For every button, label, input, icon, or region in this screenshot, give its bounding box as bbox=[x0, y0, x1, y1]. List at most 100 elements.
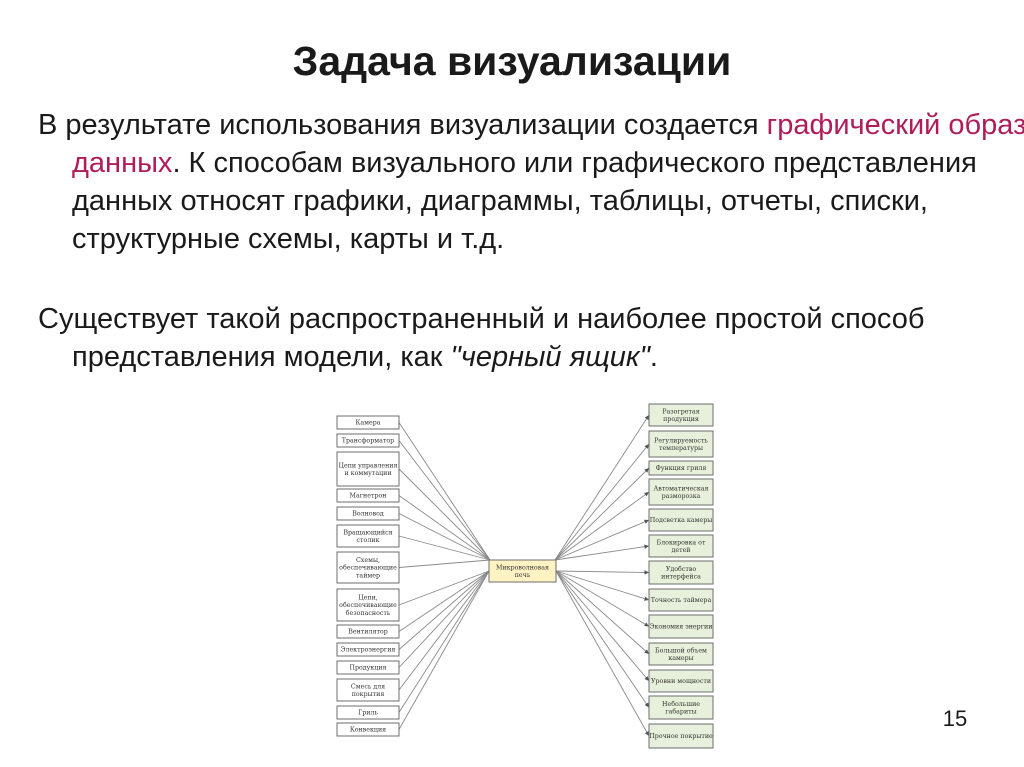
input-line bbox=[398, 570, 490, 606]
input-box: Трансформатор bbox=[336, 433, 400, 448]
input-box-label: Трансформатор bbox=[342, 438, 394, 445]
input-box-label: Волновод bbox=[352, 511, 384, 518]
connector-lines bbox=[398, 414, 650, 737]
input-box: Камера bbox=[336, 415, 400, 430]
output-line bbox=[554, 414, 650, 561]
input-box-rect bbox=[336, 551, 400, 584]
input-box-label: Камера bbox=[355, 420, 380, 427]
input-line bbox=[398, 570, 490, 730]
output-box: Прочное покрытие bbox=[648, 723, 714, 749]
output-box-rect bbox=[648, 430, 714, 458]
output-box-rect bbox=[648, 642, 714, 666]
arrow-head bbox=[644, 544, 649, 549]
output-box-rect bbox=[648, 508, 714, 532]
arrow-head bbox=[644, 676, 649, 681]
input-box-rect bbox=[336, 624, 400, 639]
arrow-head bbox=[644, 519, 649, 524]
output-line bbox=[554, 519, 650, 561]
output-line bbox=[555, 570, 650, 573]
output-box-rect bbox=[648, 460, 714, 476]
arrow-head bbox=[644, 415, 649, 420]
slide-title: Задача визуализации bbox=[292, 38, 732, 84]
input-box-rect bbox=[336, 488, 400, 503]
paragraph-1-text-b: . К способам визуального или графическог… bbox=[72, 147, 977, 255]
output-line bbox=[554, 467, 650, 561]
arrow-head bbox=[644, 622, 649, 627]
input-box-label: Магнетрон bbox=[350, 493, 387, 500]
paragraph-2-text-b: . bbox=[649, 341, 658, 373]
output-line bbox=[555, 570, 650, 601]
output-box-label: Прочное покрытие bbox=[649, 733, 713, 740]
slide-number: 15 bbox=[942, 706, 968, 731]
black-box-term: "черный ящик" bbox=[450, 341, 650, 373]
input-box-rect bbox=[336, 506, 400, 521]
output-line bbox=[555, 570, 650, 682]
output-line bbox=[554, 545, 650, 561]
output-box: Функция гриля bbox=[648, 460, 714, 476]
output-box-label: Подсветка камеры bbox=[650, 517, 713, 524]
input-line bbox=[398, 570, 490, 713]
output-box-rect bbox=[648, 723, 714, 749]
input-line bbox=[398, 559, 491, 568]
output-line bbox=[554, 491, 650, 561]
output-box-label: Уровни мощности bbox=[651, 678, 711, 685]
output-box-rect bbox=[648, 614, 714, 639]
output-box: Экономия энергии bbox=[648, 614, 714, 639]
input-box-rect bbox=[336, 524, 400, 548]
output-box: Подсветка камеры bbox=[648, 508, 714, 532]
input-box-rect bbox=[336, 642, 400, 657]
input-box-rect bbox=[336, 451, 400, 487]
input-line bbox=[398, 570, 490, 691]
input-box: Конвекция bbox=[336, 722, 400, 737]
output-box-rect bbox=[648, 588, 714, 612]
input-box-rect bbox=[336, 678, 400, 702]
output-line bbox=[554, 443, 650, 561]
output-line bbox=[555, 570, 650, 708]
input-box-rect bbox=[336, 415, 400, 430]
input-box: Электроэнергия bbox=[336, 642, 400, 657]
input-box-rect bbox=[336, 433, 400, 448]
paragraph-1-text-a: В результате использования визуализации … bbox=[38, 109, 767, 141]
arrow-head bbox=[644, 649, 649, 654]
output-box-rect bbox=[648, 560, 714, 585]
input-line bbox=[398, 495, 491, 561]
input-box-label: Электроэнергия bbox=[341, 647, 396, 654]
paragraph-2-text-a: Существует такой распространенный и наиб… bbox=[38, 303, 925, 373]
input-box-label: Продукция bbox=[349, 665, 386, 672]
input-line bbox=[398, 440, 491, 561]
input-box: Продукция bbox=[336, 660, 400, 675]
output-box-label: Экономия энергии bbox=[650, 624, 713, 631]
input-box-rect bbox=[336, 722, 400, 737]
output-box-label: Точность таймера bbox=[651, 597, 712, 604]
input-box-rect bbox=[336, 705, 400, 720]
input-line bbox=[398, 535, 491, 561]
output-line bbox=[555, 570, 650, 627]
input-box-rect bbox=[336, 588, 400, 622]
input-box: Магнетрон bbox=[336, 488, 400, 503]
input-line bbox=[398, 422, 491, 561]
output-box: Точность таймера bbox=[648, 588, 714, 612]
paragraph-1: В результате использования визуализации … bbox=[38, 106, 1024, 258]
input-line bbox=[398, 513, 491, 561]
